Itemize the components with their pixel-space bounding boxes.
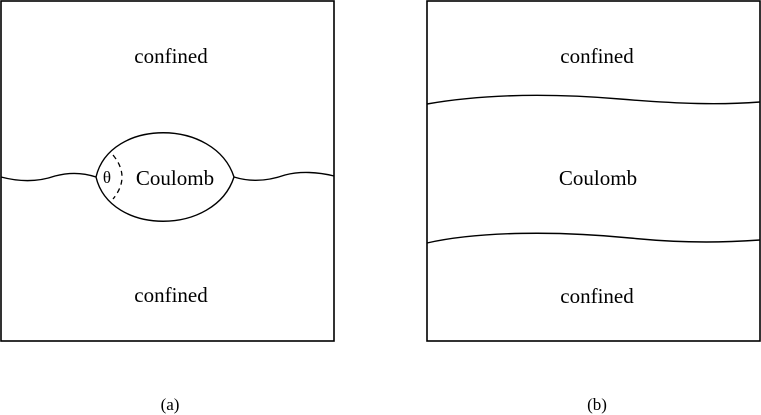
panel-b-bottom-confined-label: confined [560,284,634,308]
panel-b-frame [426,0,761,342]
panel-a-bottom-confined-label: confined [134,283,208,307]
panel-b-upper-domain-wall [426,94,761,105]
panel-a-right-domain-wall [233,171,335,181]
panel-b: confined Coulomb confined (b) [426,0,761,414]
panel-a-top-confined-label: confined [134,44,208,68]
panel-b-lower-domain-wall [426,232,761,244]
angle-arc [112,154,123,200]
panel-a: confined Coulomb θ confined (a) [0,0,335,414]
panel-b-top-confined-label: confined [560,44,634,68]
panel-a-left-domain-wall [0,172,97,182]
panel-b-caption: (b) [587,395,607,414]
panel-a-frame [0,0,335,342]
angle-theta-label: θ [103,168,111,187]
coulomb-bubble [95,132,235,222]
panel-a-coulomb-label: Coulomb [136,166,214,190]
panel-b-coulomb-label: Coulomb [559,166,637,190]
panel-a-caption: (a) [161,395,180,414]
